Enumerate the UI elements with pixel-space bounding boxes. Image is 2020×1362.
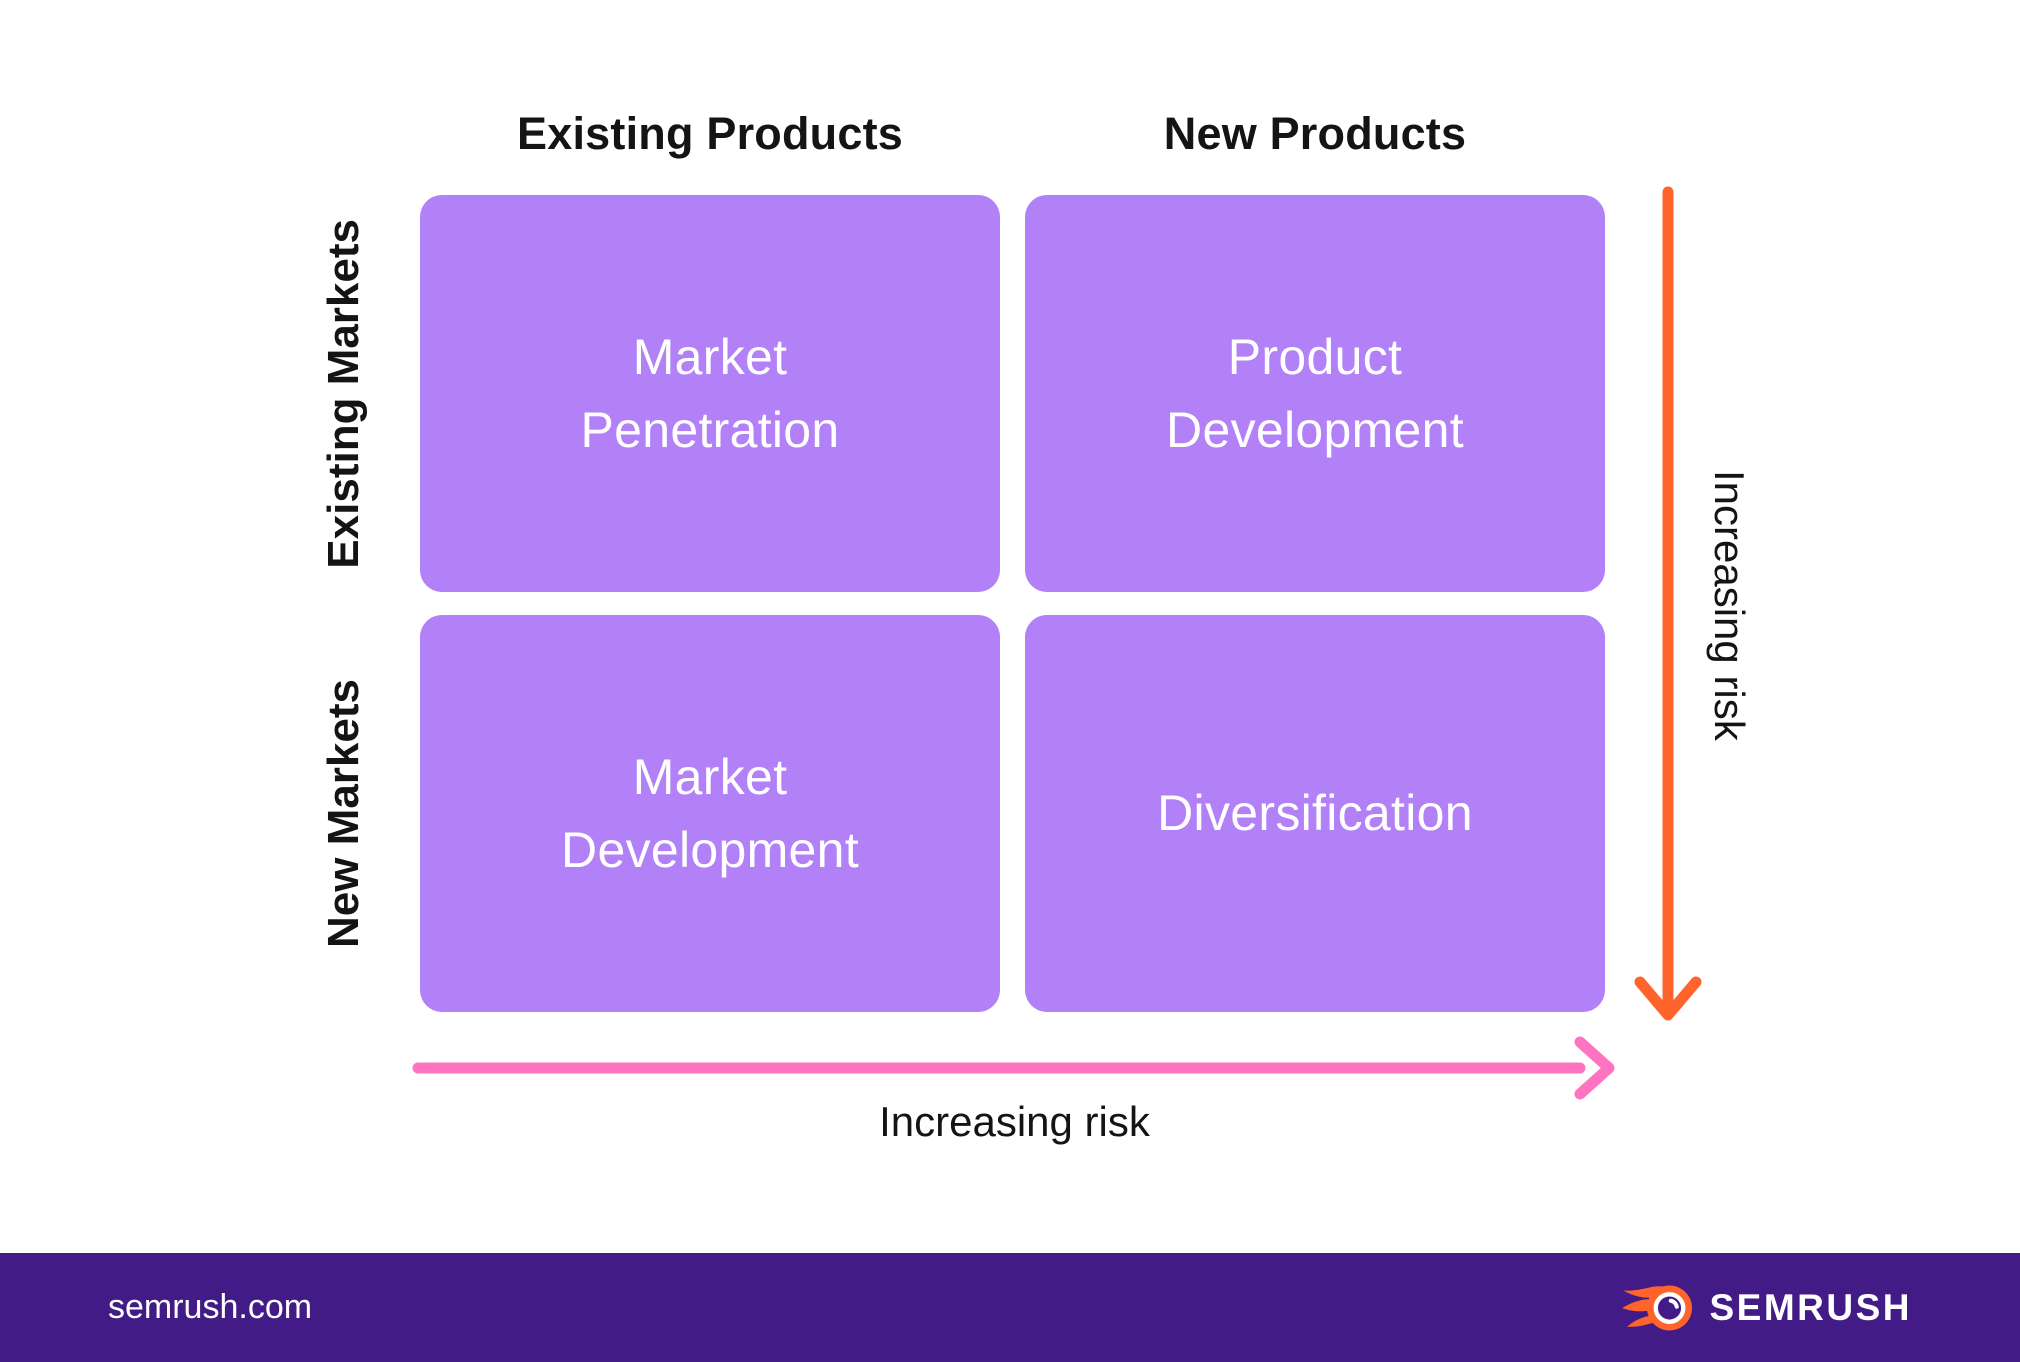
row-header-existing-markets-label: Existing Markets — [319, 218, 368, 569]
footer-website-text: semrush.com — [108, 1288, 313, 1326]
row-header-existing-markets: Existing Markets — [306, 195, 382, 592]
quadrant-diversification-label: Diversification — [1157, 785, 1473, 842]
horizontal-risk-arrow — [412, 1036, 1615, 1100]
quadrant-market-development-label: Market Development — [561, 749, 859, 878]
row-header-new-markets: New Markets — [306, 615, 382, 1012]
quadrant-market-development: Market Development — [420, 615, 1000, 1012]
quadrant-market-penetration: Market Penetration — [420, 195, 1000, 592]
horizontal-arrow-label: Increasing risk — [879, 1098, 1150, 1145]
flame-inner-circle — [1654, 1291, 1686, 1324]
row-header-new-markets-label: New Markets — [319, 678, 368, 948]
column-header-new-products: New Products — [1163, 108, 1467, 159]
quadrant-diversification: Diversification — [1025, 615, 1605, 1012]
footer-bar: semrush.com SEMRUSH — [0, 1253, 2020, 1362]
quadrant-product-development: Product Development — [1025, 195, 1605, 592]
semrush-brand-text: SEMRUSH — [1709, 1286, 1912, 1328]
vertical-risk-arrowhead-icon — [1634, 976, 1702, 1021]
vertical-risk-arrow — [1634, 186, 1702, 1021]
quadrant-market-penetration-label: Market Penetration — [580, 329, 840, 458]
vertical-arrow-label: Increasing risk — [1700, 195, 1758, 1015]
column-header-existing-products: Existing Products — [517, 108, 903, 159]
horizontal-risk-arrowhead-icon — [1574, 1036, 1615, 1100]
quadrant-product-development-label: Product Development — [1166, 329, 1464, 458]
semrush-logo: SEMRUSH — [1619, 1283, 1912, 1333]
flame-highlight — [1669, 1298, 1680, 1309]
vertical-arrow-label-text: Increasing risk — [1706, 469, 1753, 741]
semrush-flame-icon — [1622, 1285, 1693, 1330]
